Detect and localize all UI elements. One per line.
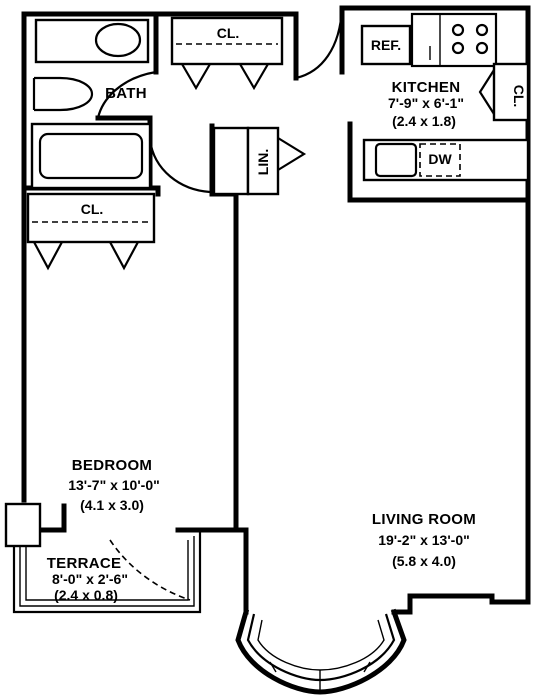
dishwasher-label: DW bbox=[428, 151, 452, 167]
hall-closet bbox=[170, 16, 284, 91]
hall-closet-label: CL. bbox=[217, 25, 240, 41]
terrace-name: TERRACE bbox=[47, 555, 122, 572]
kitchen-closet-label: CL. bbox=[511, 85, 527, 108]
terrace-dimensions: 8'-0" x 2'-6" bbox=[52, 571, 128, 587]
bathroom bbox=[21, 11, 161, 191]
bath-label: BATH bbox=[105, 85, 147, 102]
linen-closet bbox=[212, 126, 307, 196]
bedroom-dimensions-metric: (4.1 x 3.0) bbox=[80, 497, 144, 513]
kitchen bbox=[339, 5, 531, 203]
terrace bbox=[4, 502, 202, 614]
refrigerator-label: REF. bbox=[371, 37, 401, 53]
linen-closet-label: LIN. bbox=[255, 149, 271, 175]
bedroom-dimensions: 13'-7" x 10'-0" bbox=[68, 477, 160, 493]
living-room-dimensions: 19'-2" x 13'-0" bbox=[378, 532, 470, 548]
living-room-name: LIVING ROOM bbox=[372, 511, 476, 528]
terrace-dimensions-metric: (2.4 x 0.8) bbox=[54, 587, 118, 603]
entry-door bbox=[293, 7, 344, 81]
bedroom-name: BEDROOM bbox=[72, 457, 152, 474]
bay-window bbox=[235, 608, 407, 695]
living-room-dimensions-metric: (5.8 x 4.0) bbox=[392, 553, 456, 569]
kitchen-dimensions: 7'-9" x 6'-1" bbox=[388, 95, 464, 111]
kitchen-name: KITCHEN bbox=[392, 79, 461, 96]
bedroom-closet-label: CL. bbox=[81, 201, 104, 217]
kitchen-dimensions-metric: (2.4 x 1.8) bbox=[392, 113, 456, 129]
bedroom-closet bbox=[26, 192, 156, 271]
